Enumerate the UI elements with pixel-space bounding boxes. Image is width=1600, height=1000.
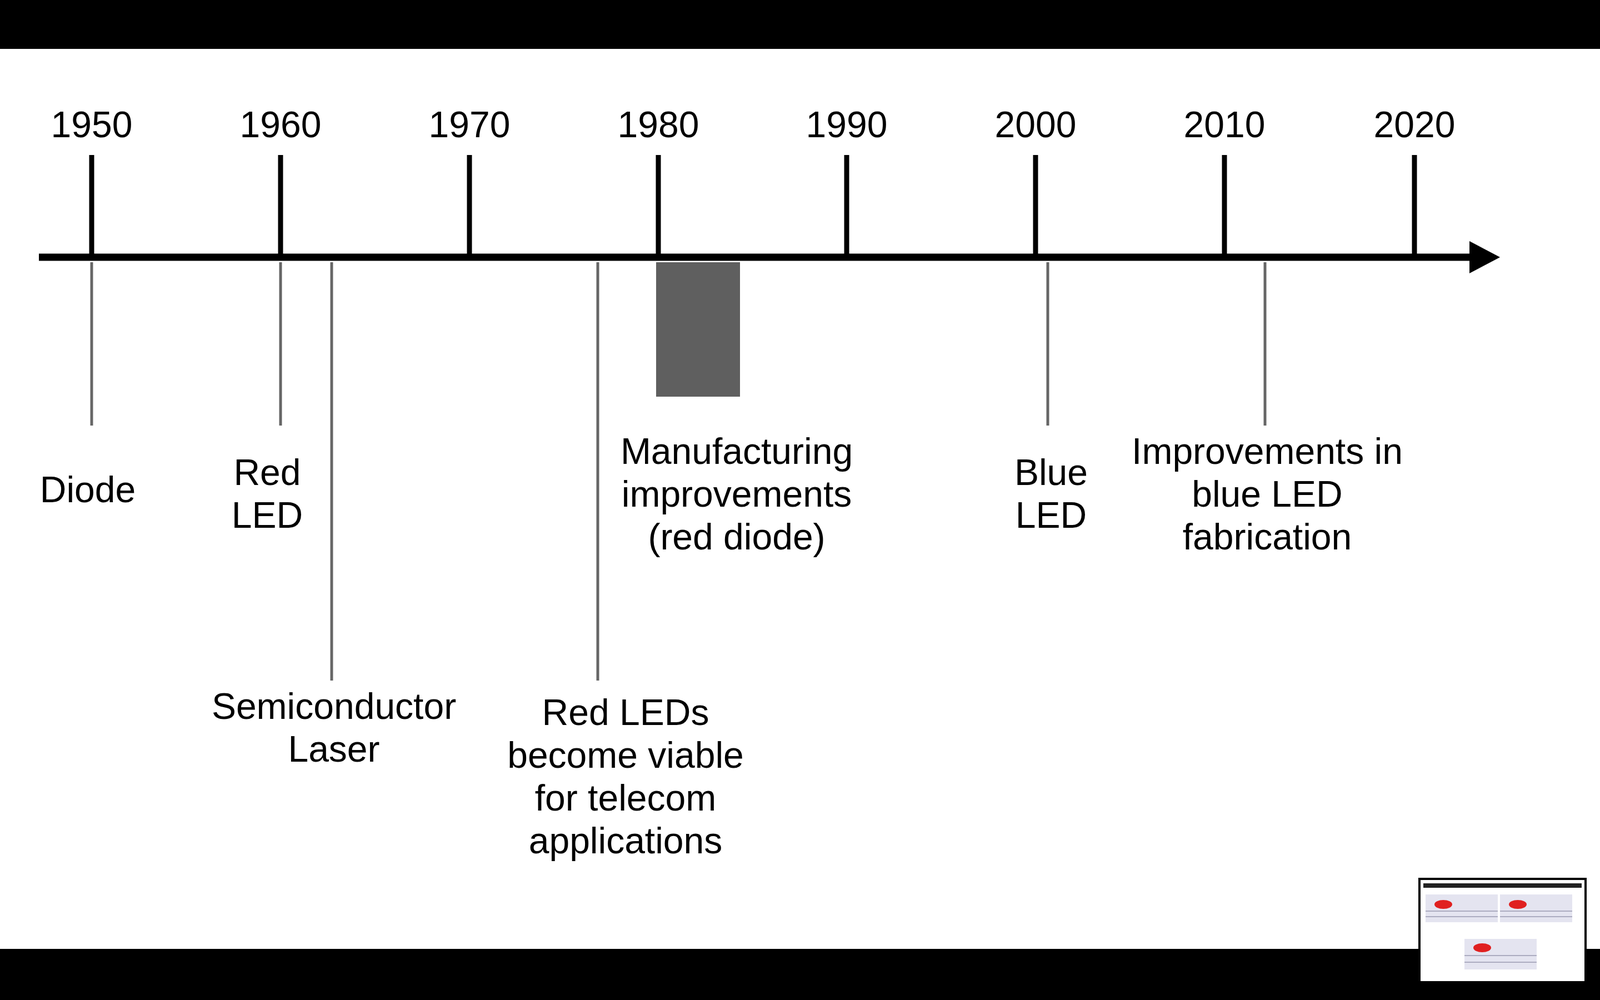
year-ticks (91, 155, 1415, 258)
year-label: 2010 (1168, 103, 1280, 147)
axis-arrowhead (1469, 241, 1500, 274)
year-label: 1990 (791, 103, 903, 147)
event-label: Blue LED (992, 451, 1110, 537)
event-label: Improvements in blue LED fabrication (1131, 430, 1404, 559)
label-slot: 2000 (980, 103, 1092, 147)
label-slot: 1990 (791, 103, 903, 147)
label-slot: Diode (15, 468, 160, 512)
top-bar (0, 0, 1600, 49)
event-label: Red LED (214, 451, 320, 537)
thumbnail (1419, 878, 1586, 983)
year-label: 1980 (602, 103, 714, 147)
label-slot: Semiconductor Laser (186, 685, 482, 771)
event-leaders (91, 262, 1265, 681)
label-slot: Red LED (214, 451, 320, 537)
year-label: 2020 (1358, 103, 1470, 147)
bottom-bar (0, 948, 1600, 1000)
year-label: 2000 (980, 103, 1092, 147)
time-axis (38, 253, 1473, 262)
period-bar (656, 262, 740, 397)
event-label: Manufacturing improvements (red diode) (599, 430, 875, 559)
label-slot: Blue LED (992, 451, 1110, 537)
event-label: Diode (15, 468, 160, 512)
year-label: 1970 (413, 103, 525, 147)
label-slot: Red LEDs become viable for telecom appli… (489, 691, 762, 863)
label-slot: 2010 (1168, 103, 1280, 147)
event-label: Semiconductor Laser (186, 685, 482, 771)
label-slot: Improvements in blue LED fabrication (1131, 430, 1404, 559)
label-slot: 2020 (1358, 103, 1470, 147)
year-label: 1960 (225, 103, 337, 147)
label-slot: Manufacturing improvements (red diode) (599, 430, 875, 559)
event-label: Red LEDs become viable for telecom appli… (489, 691, 762, 863)
year-label: 1950 (36, 103, 148, 147)
label-slot: 1960 (225, 103, 337, 147)
label-slot: 1980 (602, 103, 714, 147)
label-slot: 1950 (36, 103, 148, 147)
label-slot: 1970 (413, 103, 525, 147)
